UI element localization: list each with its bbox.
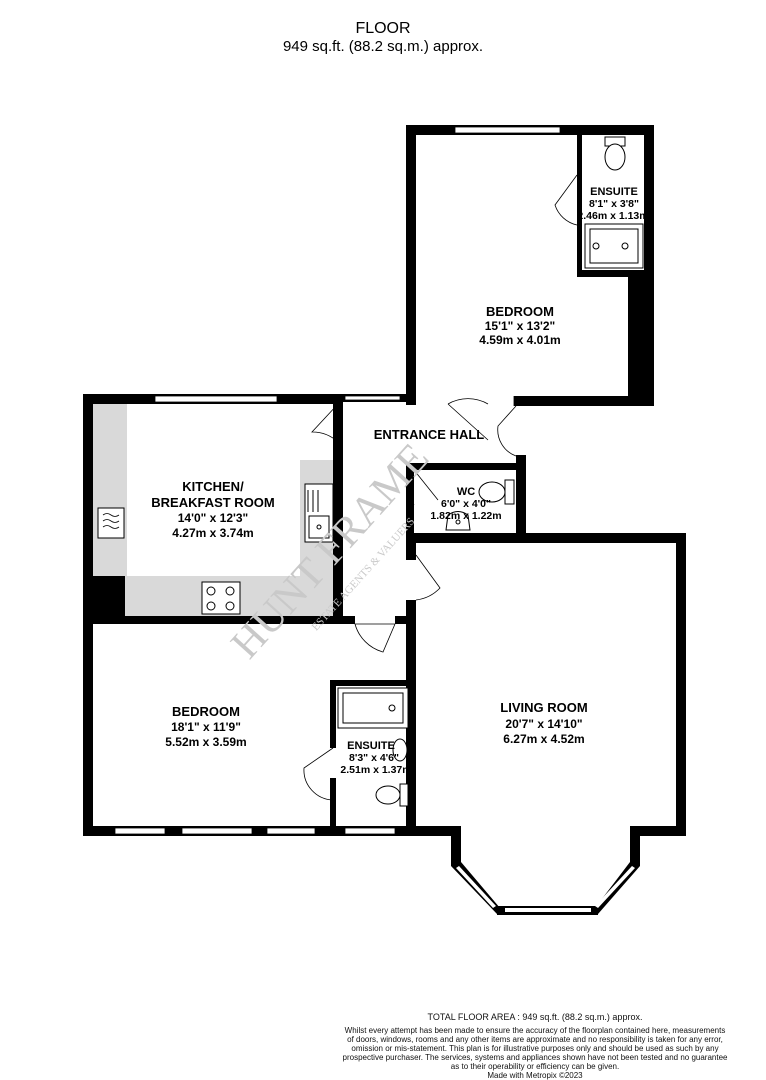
room-name: ENSUITE bbox=[347, 740, 395, 752]
room-entrance-hall: ENTRANCE HALL bbox=[374, 427, 485, 442]
room-dimensions-imperial: 20'7" x 14'10" bbox=[505, 717, 582, 731]
disclaimer-line: prospective purchaser. The services, sys… bbox=[342, 1053, 728, 1062]
ensuite-shower-icon bbox=[337, 687, 409, 729]
room-living-room: LIVING ROOM 20'7" x 14'10" 6.27m x 4.52m bbox=[500, 700, 587, 746]
bay-window bbox=[451, 836, 640, 915]
made-with-credit: Made with Metropix ©2023 bbox=[487, 1071, 583, 1080]
doors bbox=[303, 174, 578, 801]
room-dimensions-imperial: 15'1" x 13'2" bbox=[485, 319, 555, 333]
windows bbox=[114, 126, 561, 835]
room-wc: WC 6'0" x 4'0" 1.82m x 1.22m bbox=[430, 486, 501, 522]
room-kitchen: KITCHEN/ BREAKFAST ROOM 14'0" x 12'3" 4.… bbox=[151, 479, 275, 540]
wc-basin-icon bbox=[445, 511, 471, 531]
room-dimensions-imperial: 8'3" x 4'6" bbox=[349, 752, 399, 764]
total-floor-area: TOTAL FLOOR AREA : 949 sq.ft. (88.2 sq.m… bbox=[427, 1012, 643, 1022]
footer: TOTAL FLOOR AREA : 949 sq.ft. (88.2 sq.m… bbox=[340, 1013, 730, 1080]
disclaimer-line: Whilst every attempt has been made to en… bbox=[344, 1026, 726, 1035]
room-ensuite-bottom: ENSUITE 8'3" x 4'6" 2.51m x 1.37m bbox=[340, 740, 411, 776]
hob-icon bbox=[201, 581, 241, 615]
room-name: ENSUITE bbox=[590, 186, 638, 198]
disclaimer-line: as to their operability or efficiency ca… bbox=[450, 1062, 620, 1071]
floor-area: 949 sq.ft. (88.2 sq.m.) approx. bbox=[282, 38, 484, 55]
ensuite-toilet-icon bbox=[375, 783, 409, 807]
room-dimensions-metric: 5.52m x 3.59m bbox=[165, 735, 246, 749]
disclaimer-line: of doors, windows, rooms and any other i… bbox=[347, 1035, 723, 1044]
room-name: WC bbox=[457, 486, 475, 498]
room-dimensions-metric: 2.46m x 1.13m bbox=[577, 210, 648, 222]
room-dimensions-metric: 4.59m x 4.01m bbox=[479, 333, 560, 347]
room-dimensions-metric: 1.82m x 1.22m bbox=[430, 510, 501, 522]
room-name-line2: BREAKFAST ROOM bbox=[151, 495, 275, 510]
room-bedroom-top: BEDROOM 15'1" x 13'2" 4.59m x 4.01m bbox=[479, 304, 560, 347]
room-ensuite-top: ENSUITE 8'1" x 3'8" 2.46m x 1.13m bbox=[577, 186, 648, 222]
room-dimensions-imperial: 6'0" x 4'0" bbox=[441, 498, 491, 510]
room-bedroom-bottom: BEDROOM 18'1" x 11'9" 5.52m x 3.59m bbox=[165, 704, 246, 749]
wc-toilet-icon bbox=[478, 479, 515, 505]
toilet-icon bbox=[604, 136, 626, 171]
floor-title: FLOOR bbox=[355, 20, 411, 37]
room-dimensions-metric: 4.27m x 3.74m bbox=[172, 526, 253, 540]
room-dimensions-metric: 2.51m x 1.37m bbox=[340, 764, 411, 776]
room-dimensions-imperial: 14'0" x 12'3" bbox=[178, 511, 248, 525]
boiler-icon bbox=[97, 507, 125, 539]
room-name-line1: KITCHEN/ bbox=[182, 479, 244, 494]
room-dimensions-imperial: 8'1" x 3'8" bbox=[589, 198, 639, 210]
room-name: LIVING ROOM bbox=[500, 700, 587, 715]
disclaimer-line: omission or mis-statement. This plan is … bbox=[351, 1044, 719, 1053]
room-name: BEDROOM bbox=[486, 304, 554, 319]
room-name: BEDROOM bbox=[172, 704, 240, 719]
fridge-unit bbox=[93, 576, 125, 616]
room-dimensions-metric: 6.27m x 4.52m bbox=[503, 732, 584, 746]
sink-icon bbox=[304, 483, 334, 543]
ensuite-basin-icon bbox=[392, 738, 408, 762]
shower-icon bbox=[584, 223, 644, 269]
room-dimensions-imperial: 18'1" x 11'9" bbox=[171, 720, 241, 734]
